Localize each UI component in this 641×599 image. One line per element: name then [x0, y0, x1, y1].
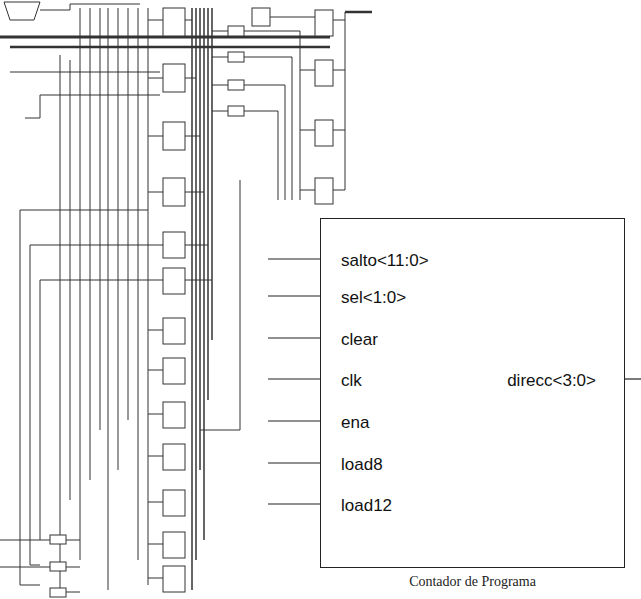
input-pin-label: clear	[341, 331, 378, 348]
input-pin-label: sel<1:0>	[341, 289, 406, 306]
input-pin-label: load8	[341, 456, 383, 473]
input-pin-label: clk	[341, 372, 362, 389]
input-pin-label: salto<11:0>	[341, 252, 429, 269]
block-symbol: salto<11:0> sel<1:0> clear clk ena load8 load1…	[320, 218, 625, 568]
input-pin-label: ena	[341, 414, 369, 431]
figure-caption: Contador de Programa	[409, 574, 536, 590]
mux-symbol	[4, 2, 40, 20]
output-pin-label: direcc<3:0>	[507, 372, 596, 389]
input-pin-label: load12	[341, 497, 392, 514]
